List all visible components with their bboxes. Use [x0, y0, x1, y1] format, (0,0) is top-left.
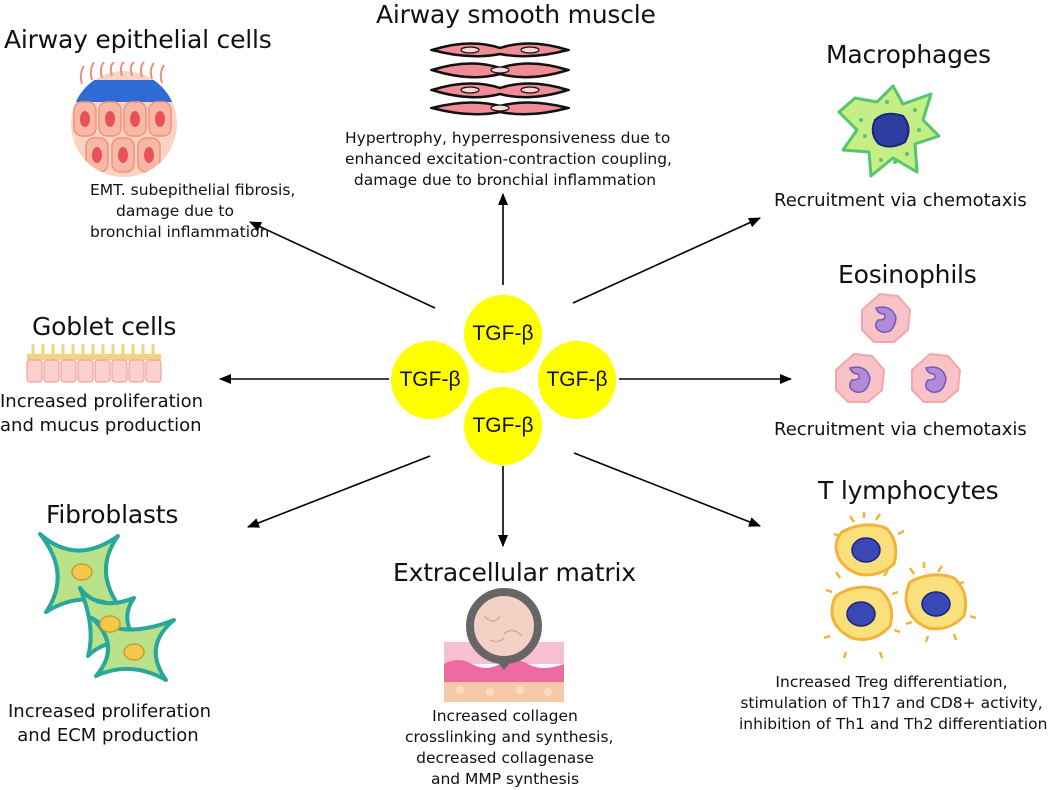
eosinophils-icon	[835, 292, 962, 403]
macrophage-icon	[837, 84, 941, 178]
goblet-description: Increased proliferation and mucus produc…	[0, 391, 204, 436]
tgf-beta-left: TGF-β	[391, 341, 469, 419]
goblet-title: Goblet cells	[32, 312, 177, 341]
arrow-to-epithelial	[249, 221, 436, 309]
ecm-title: Extracellular matrix	[393, 558, 636, 587]
epithelial-title: Airway epithelial cells	[4, 25, 272, 54]
macrophages-title: Macrophages	[826, 40, 991, 69]
epithelial-description: EMT. subepithelial fibrosis, damage due …	[90, 181, 296, 241]
arrow-to-t-lymphocytes	[573, 452, 761, 527]
macrophages-description: Recruitment via chemotaxis	[774, 190, 1027, 211]
fibroblasts-icon	[38, 532, 176, 682]
t-lymphocytes-title: T lymphocytes	[818, 476, 999, 505]
goblet-cells-icon	[26, 344, 162, 383]
tgf-beta-bottom: TGF-β	[464, 387, 542, 465]
eosinophils-title: Eosinophils	[838, 260, 977, 289]
smooth-muscle-description: Hypertrophy, hyperresponsiveness due to …	[345, 129, 672, 189]
tgf-beta-right: TGF-β	[538, 341, 616, 419]
fibroblasts-title: Fibroblasts	[46, 500, 179, 529]
fibroblasts-description: Increased proliferation and ECM producti…	[8, 701, 212, 746]
magnifier-skin-icon	[444, 588, 564, 702]
t-lymphocytes-description: Increased Treg differentiation, stimulat…	[739, 673, 1048, 733]
epithelial-cells-icon	[71, 62, 177, 177]
t-lymphocytes-icon	[824, 512, 977, 659]
ecm-description: Increased collagen crosslinking and synt…	[405, 707, 614, 788]
arrow-to-macrophages	[572, 217, 761, 304]
arrow-to-fibroblasts	[247, 455, 431, 528]
tgf-beta-top: TGF-β	[464, 295, 542, 373]
eosinophils-description: Recruitment via chemotaxis	[774, 419, 1027, 440]
smooth-muscle-icon	[430, 42, 570, 116]
smooth-muscle-title: Airway smooth muscle	[376, 0, 656, 29]
